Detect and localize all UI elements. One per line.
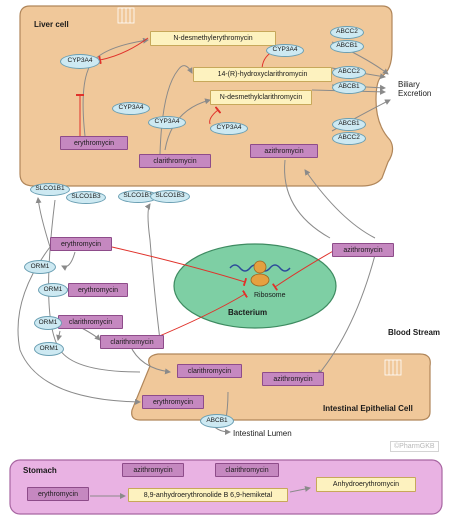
stomach-azithromycin[interactable]: azithromycin (122, 463, 184, 477)
bacterium-shape (173, 243, 337, 329)
n-desmethylerythromycin[interactable]: N-desmethylerythromycin (150, 31, 276, 46)
blood-erythromycin[interactable]: erythromycin (50, 237, 112, 251)
abcc2-middle[interactable]: ABCC2 (332, 66, 366, 79)
intestine-clarithromycin[interactable]: clarithromycin (177, 364, 242, 378)
blood-azithromycin[interactable]: azithromycin (332, 243, 394, 257)
intestine-erythromycin[interactable]: erythromycin (142, 395, 204, 409)
intestine-azithromycin[interactable]: azithromycin (262, 372, 324, 386)
slco1b1-left[interactable]: SLCO1B1 (30, 183, 70, 196)
slco1b3-left[interactable]: SLCO1B3 (66, 191, 106, 204)
abcb1-intestine[interactable]: ABCB1 (200, 414, 234, 428)
intestinal-lumen-label: Intestinal Lumen (233, 429, 292, 438)
abcb1-top[interactable]: ABCB1 (330, 40, 364, 53)
n-desmethylclarithromycin[interactable]: N-desmethylclarithromycin (210, 90, 312, 105)
liver-azithromycin[interactable]: azithromycin (250, 144, 318, 158)
abcc2-bottom[interactable]: ABCC2 (332, 132, 366, 145)
slco1b3-right[interactable]: SLCO1B3 (150, 190, 190, 203)
stomach-erythromycin[interactable]: erythromycin (27, 487, 89, 501)
cyp3a4-clarithro[interactable]: CYP3A4 (148, 116, 186, 129)
intestine-label: Intestinal Epithelial Cell (323, 404, 413, 413)
liver-clarithromycin[interactable]: clarithromycin (139, 154, 211, 168)
ribosome-label: Ribosome (254, 292, 286, 299)
ribosome-small-subunit (253, 260, 267, 274)
orm1-3[interactable]: ORM1 (34, 316, 62, 330)
liver-erythromycin[interactable]: erythromycin (60, 136, 128, 150)
biliary-excretion-label: Biliary Excretion (398, 80, 432, 99)
orm1-bound-erythromycin[interactable]: erythromycin (68, 283, 128, 297)
blood-clarithromycin[interactable]: clarithromycin (100, 335, 164, 349)
cyp3a4-hydroxylation[interactable]: CYP3A4 (266, 44, 304, 57)
ribosome-large-subunit (250, 273, 270, 287)
abcc2-top[interactable]: ABCC2 (330, 26, 364, 39)
cyp3a4-erythro-demethylation[interactable]: CYP3A4 (60, 54, 100, 69)
stomach-clarithromycin[interactable]: clarithromycin (215, 463, 279, 477)
abcb1-bottom[interactable]: ABCB1 (332, 118, 366, 131)
cyp3a4-erythro-transport[interactable]: CYP3A4 (112, 102, 150, 115)
orm1-1[interactable]: ORM1 (24, 260, 56, 274)
abcb1-middle[interactable]: ABCB1 (332, 81, 366, 94)
blood-stream-label: Blood Stream (388, 328, 441, 337)
hydroxyclarithromycin[interactable]: 14-(R)-hydroxyclarithromycin (193, 67, 332, 82)
orm1-bound-clarithromycin[interactable]: clarithromycin (58, 315, 123, 329)
anhydroerythromycin[interactable]: Anhydroerythromycin (316, 477, 416, 492)
watermark: ©PharmGKB (390, 441, 439, 452)
anhydroerythronolide-hemiketal[interactable]: 8,9-anhydroerythronolide B 6,9-hemiketal (128, 488, 288, 502)
orm1-2[interactable]: ORM1 (38, 283, 68, 297)
liver-cell-label: Liver cell (34, 20, 69, 29)
orm1-4[interactable]: ORM1 (34, 342, 64, 356)
cyp3a4-n-demethylation[interactable]: CYP3A4 (210, 122, 248, 135)
stomach-label: Stomach (23, 466, 57, 475)
stomach-compartment (9, 459, 443, 515)
bacterium-label: Bacterium (228, 308, 268, 317)
